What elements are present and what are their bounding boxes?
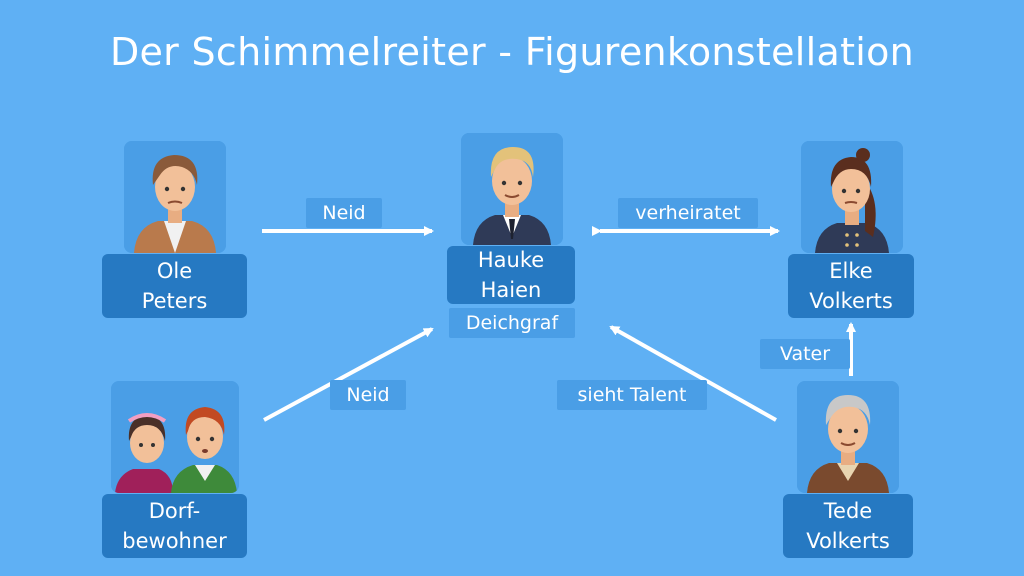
name-line-2: Volkerts [806, 529, 890, 553]
nameplate-hauke-haien: Hauke Haien [447, 246, 575, 304]
name-line-2: Volkerts [809, 289, 893, 313]
old-man-portrait-icon [797, 381, 899, 493]
nameplate-dorfbewohner: Dorf- bewohner [102, 494, 247, 558]
name-line-2: bewohner [122, 529, 227, 553]
name-line-2: Haien [480, 278, 542, 302]
name-line-2: Peters [141, 289, 208, 313]
arrow-tede-to-hauke [609, 325, 777, 422]
edge-label-neid-ole: Neid [306, 198, 382, 228]
edge-label-neid-dorf: Neid [330, 380, 406, 410]
nameplate-ole-peters: Ole Peters [102, 254, 247, 318]
nameplate-elke-volkerts: Elke Volkerts [788, 254, 914, 318]
woman-portrait-icon [801, 141, 903, 253]
man-portrait-icon [124, 141, 226, 253]
man-in-suit-portrait-icon [461, 133, 563, 245]
edge-label-sieht-talent: sieht Talent [557, 380, 707, 410]
edge-label-vater: Vater [760, 339, 850, 369]
name-line-1: Ole [156, 259, 193, 283]
name-line-1: Tede [823, 499, 873, 523]
arrow-dorf-to-hauke [263, 327, 434, 422]
diagram-title: Der Schimmelreiter - Figurenkonstellatio… [109, 30, 915, 74]
nameplate-tede-volkerts: Tede Volkerts [783, 494, 913, 558]
role-label-deichgraf: Deichgraf [449, 308, 575, 338]
name-line-1: Elke [829, 259, 873, 283]
name-line-1: Dorf- [148, 499, 201, 523]
villagers-portrait-icon [111, 381, 239, 493]
name-line-1: Hauke [477, 248, 545, 272]
edge-label-verheiratet: verheiratet [618, 198, 758, 228]
